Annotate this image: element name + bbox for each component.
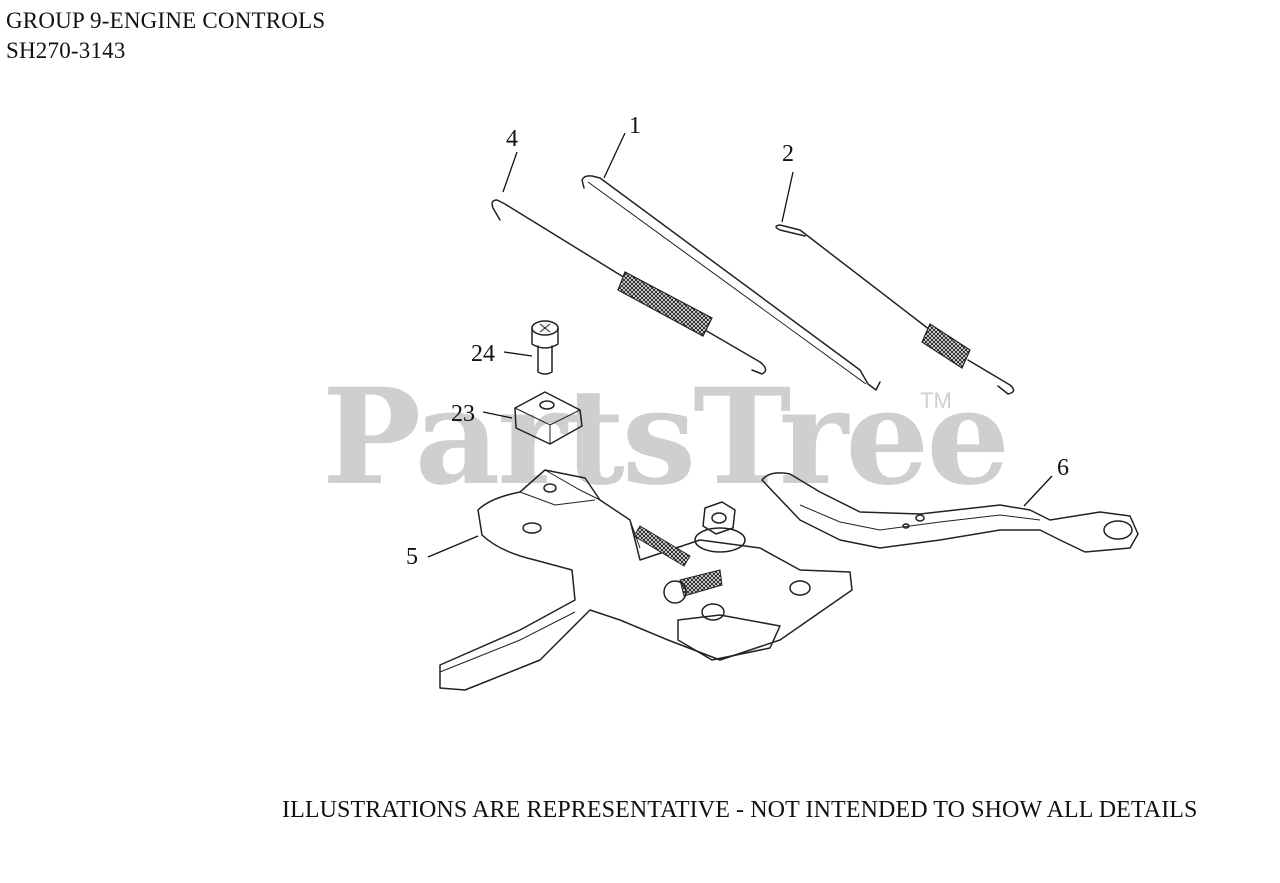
part-2-choke-rod[interactable] xyxy=(775,224,1015,395)
leader-5 xyxy=(427,535,479,558)
leader-23 xyxy=(482,411,513,419)
leader-1 xyxy=(603,132,626,179)
leader-6 xyxy=(1023,475,1053,507)
callout-5[interactable]: 5 xyxy=(406,544,418,570)
part-23-clip-nut[interactable] xyxy=(514,391,583,445)
disclaimer-text: ILLUSTRATIONS ARE REPRESENTATIVE - NOT I… xyxy=(282,797,1198,823)
part-4-governor-spring[interactable] xyxy=(491,199,767,375)
part-5-control-plate[interactable] xyxy=(439,469,853,691)
page-header: GROUP 9-ENGINE CONTROLS SH270-3143 xyxy=(6,6,325,66)
model-number: SH270-3143 xyxy=(6,38,126,63)
leader-4 xyxy=(502,151,518,193)
callout-6[interactable]: 6 xyxy=(1057,455,1069,481)
callout-1[interactable]: 1 xyxy=(629,113,641,139)
callout-4[interactable]: 4 xyxy=(506,126,518,152)
callout-2[interactable]: 2 xyxy=(782,141,794,167)
callout-23[interactable]: 23 xyxy=(451,401,475,427)
leader-2 xyxy=(781,171,794,223)
part-6-choke-lever[interactable] xyxy=(761,472,1139,553)
callout-24[interactable]: 24 xyxy=(471,341,495,367)
partstree-watermark: PartsTree xyxy=(322,360,1010,515)
trademark-symbol: TM xyxy=(920,388,952,413)
part-1-throttle-rod[interactable] xyxy=(581,175,881,391)
part-24-bolt[interactable] xyxy=(531,320,559,375)
leader-24 xyxy=(503,351,533,357)
diagram-title: GROUP 9-ENGINE CONTROLS xyxy=(6,8,326,33)
